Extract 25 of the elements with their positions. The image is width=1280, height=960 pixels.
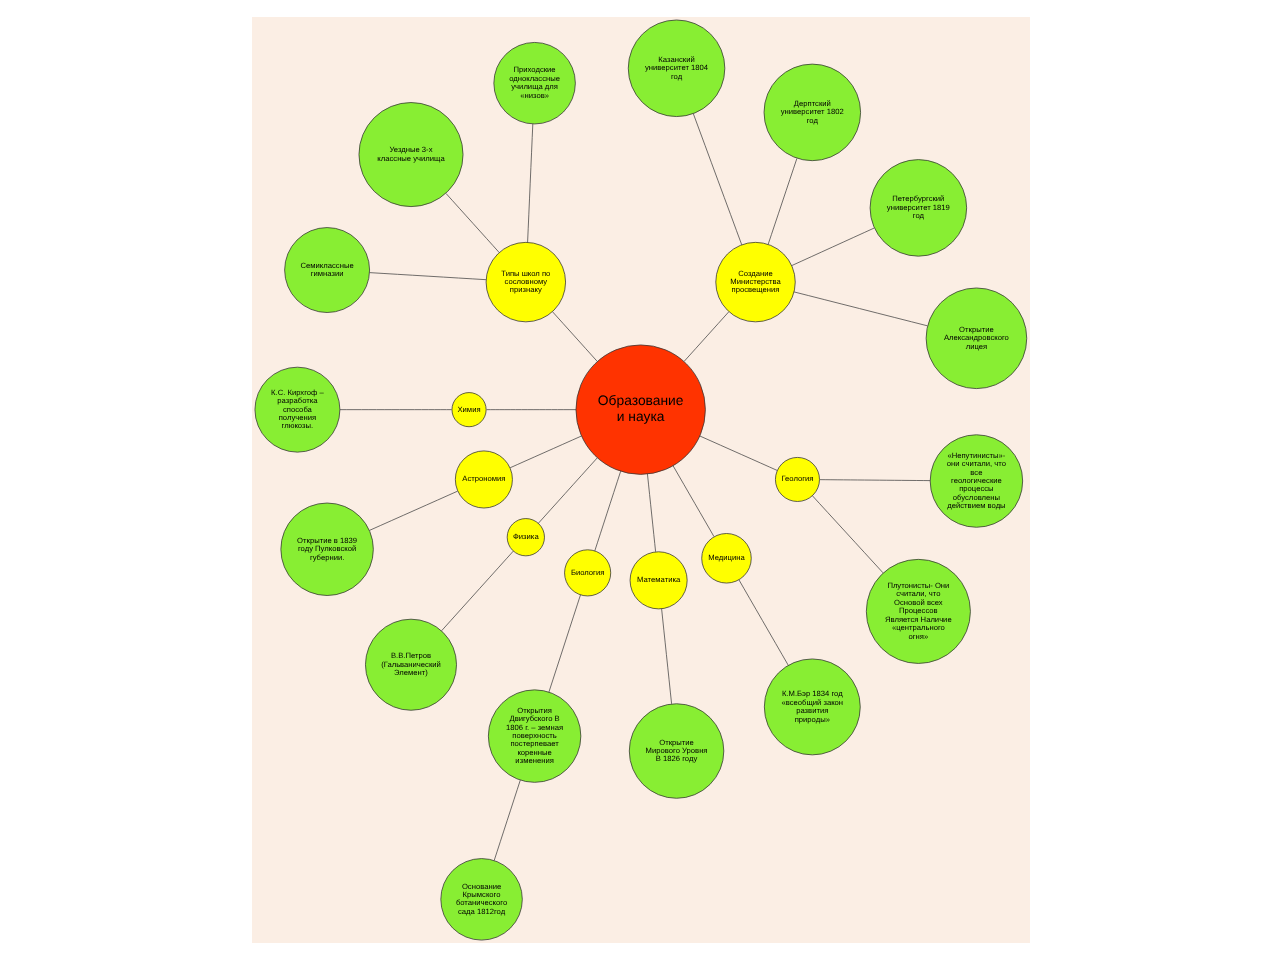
connector — [646, 473, 655, 553]
connector — [547, 594, 580, 693]
connector — [536, 457, 597, 524]
connector — [593, 470, 621, 552]
connector — [671, 465, 714, 537]
connector — [682, 311, 729, 362]
connector — [691, 113, 742, 246]
connector — [526, 123, 533, 243]
connector — [444, 193, 499, 253]
connector — [440, 550, 513, 632]
connector — [698, 435, 777, 471]
connector — [508, 435, 581, 469]
connector — [790, 227, 874, 267]
connector — [368, 272, 486, 281]
connector — [492, 779, 520, 861]
connector — [368, 490, 458, 531]
connector — [818, 479, 930, 481]
connector — [485, 409, 576, 411]
connector — [811, 495, 883, 574]
connector — [737, 579, 788, 666]
connector — [551, 311, 597, 362]
connector — [792, 291, 927, 327]
connector — [338, 409, 452, 411]
connector — [660, 608, 671, 705]
connector — [766, 158, 797, 245]
